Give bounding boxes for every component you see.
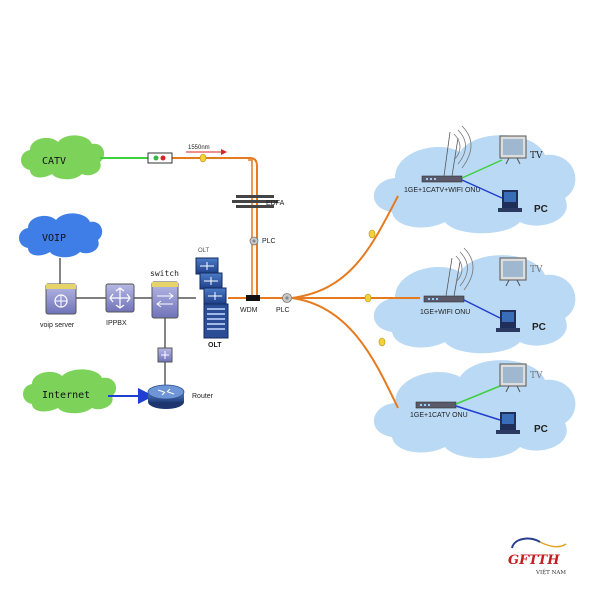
pc-2-label: PC bbox=[532, 322, 546, 333]
optical-transmitter bbox=[147, 152, 173, 164]
plc-main-splitter bbox=[282, 293, 292, 303]
catv-cloud: CATV bbox=[21, 135, 105, 180]
internet-label: Internet bbox=[42, 390, 90, 401]
plc-upper-label: PLC bbox=[262, 238, 276, 245]
router-device bbox=[147, 384, 185, 409]
tv-1-icon bbox=[499, 135, 527, 165]
home-cloud-1 bbox=[373, 135, 576, 234]
tv-2-icon bbox=[499, 257, 527, 287]
switch-device bbox=[151, 281, 179, 319]
edfa-amplifier bbox=[232, 195, 278, 208]
pc-3-label: PC bbox=[534, 424, 548, 435]
tv-3-label: TV bbox=[530, 371, 543, 381]
onu-2-label: 1GE+WIFI ONU bbox=[420, 309, 470, 316]
gftth-logo: GFTTH VIỆT NAM bbox=[508, 537, 567, 576]
plc-main-label: PLC bbox=[276, 307, 290, 314]
subscriber-3: 1GE+1CATV ONU TV PC bbox=[410, 363, 548, 435]
fiber-to-home-3 bbox=[291, 297, 399, 409]
plc-upper-splitter bbox=[249, 236, 259, 246]
onu-2-pc-link bbox=[463, 299, 501, 319]
onu-1-label: 1GE+1CATV+WIFI ONU bbox=[404, 187, 481, 194]
wdm-device bbox=[246, 295, 260, 301]
home-cloud-3 bbox=[373, 360, 576, 459]
onu-3-label: 1GE+1CATV ONU bbox=[410, 412, 468, 419]
voip-cloud: VOIP bbox=[19, 213, 103, 258]
olt-bottom-label: OLT bbox=[208, 342, 222, 349]
subscriber-1: 1GE+1CATV+WIFI ONU TV PC bbox=[404, 125, 548, 215]
onu-1-pc-link bbox=[461, 179, 503, 199]
catv-fiber-down bbox=[249, 157, 258, 298]
tv-2-label: TV bbox=[530, 265, 543, 275]
onu-1-tv-link bbox=[461, 159, 503, 179]
olt-stack bbox=[195, 257, 229, 339]
media-converter bbox=[157, 347, 173, 363]
pc-1-label: PC bbox=[534, 204, 548, 215]
edfa-label: EDFA bbox=[266, 200, 285, 207]
voip-server-label: voip server bbox=[40, 322, 75, 329]
onu-1-device bbox=[421, 125, 472, 183]
catv-fiber-down-2 bbox=[248, 159, 253, 298]
logo-sub: VIỆT NAM bbox=[535, 568, 566, 576]
olt-top-label: OLT bbox=[198, 248, 210, 254]
voip-server-device bbox=[45, 283, 77, 315]
tv-1-label: TV bbox=[530, 151, 543, 161]
ippbx-label: IPPBX bbox=[106, 320, 127, 327]
ippbx-device bbox=[105, 283, 135, 313]
home-cloud-2 bbox=[373, 255, 576, 354]
pc-3-icon bbox=[496, 412, 520, 434]
voip-label: VOIP bbox=[42, 233, 66, 244]
pc-2-icon bbox=[496, 310, 520, 332]
tv-3-icon bbox=[499, 363, 527, 393]
logo-brand: GFTTH bbox=[508, 553, 560, 568]
catv-label: CATV bbox=[42, 156, 66, 167]
onu-2-device bbox=[423, 247, 474, 303]
onu-3-tv-link bbox=[455, 385, 501, 405]
wdm-label: WDM bbox=[240, 307, 258, 314]
wavelength-label: 1550nm bbox=[188, 145, 210, 151]
onu-3-device bbox=[415, 401, 457, 409]
switch-label: switch bbox=[150, 269, 179, 278]
onu-3-pc-link bbox=[455, 405, 501, 421]
router-label: Router bbox=[192, 393, 214, 400]
pc-1-icon bbox=[498, 190, 522, 212]
internet-cloud: Internet bbox=[23, 369, 117, 414]
subscriber-2: 1GE+WIFI ONU TV PC bbox=[420, 247, 546, 333]
fiber-to-home-1 bbox=[291, 195, 399, 299]
fiber-connectors bbox=[199, 153, 386, 347]
